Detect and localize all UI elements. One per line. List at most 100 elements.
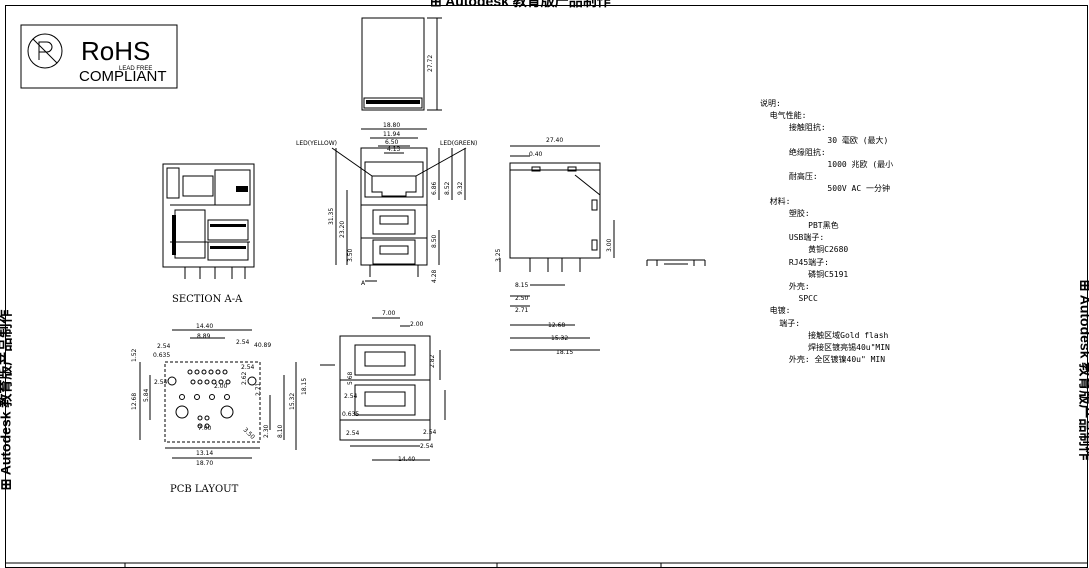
note-line: 外壳: bbox=[760, 282, 810, 292]
dim-pcb: 0.635 bbox=[153, 352, 170, 359]
note-line: USB端子: bbox=[760, 233, 825, 243]
dim-front: 3.50 bbox=[347, 248, 354, 262]
marker-a: A bbox=[361, 280, 366, 287]
dim-pcb: 1.52 bbox=[131, 348, 138, 362]
dim-pcb: 3.50 bbox=[242, 426, 257, 441]
dim-pcb: 18.70 bbox=[196, 460, 213, 467]
note-line: 耐高压: bbox=[760, 172, 818, 182]
note-line: 焊接区镀亮锡40u"MIN bbox=[760, 343, 890, 353]
dim-bottom: 7.00 bbox=[382, 310, 396, 317]
dim-bottom: 2.54 bbox=[423, 429, 437, 436]
note-line: 接触阻抗: bbox=[760, 123, 826, 133]
dim-pcb: 2.54 bbox=[154, 379, 168, 386]
dim-side: 15.32 bbox=[551, 335, 568, 342]
watermark-top: ⊞ Autodesk 教育版产品制作 bbox=[430, 0, 611, 9]
dim-bottom: 14.40 bbox=[398, 456, 415, 463]
watermark-left: ⊞ Autodesk 教育版产品制作 bbox=[0, 309, 14, 491]
dim-side: 0.40 bbox=[529, 151, 543, 158]
dim-side: 27.40 bbox=[546, 137, 563, 144]
dim-pcb: 2.00 bbox=[214, 383, 228, 390]
dim-pcb: 2.54 bbox=[236, 339, 250, 346]
dim-pcb: 18.15 bbox=[301, 378, 308, 395]
note-line: 塑胶: bbox=[760, 208, 810, 218]
led-green-label: LED(GREEN) bbox=[440, 140, 477, 147]
led-yellow-label: LED(YELLOW) bbox=[296, 140, 337, 147]
dim-bottom: 0.635 bbox=[342, 411, 359, 418]
dim-pcb: 2.62 bbox=[241, 371, 248, 385]
dim-front: 9.32 bbox=[457, 181, 464, 195]
pcb-layout bbox=[139, 329, 297, 459]
dim-bottom: 2.54 bbox=[420, 443, 434, 450]
note-line: 绝缘阻抗: bbox=[760, 147, 826, 157]
dim-bottom: 2.00 bbox=[410, 321, 424, 328]
note-line: 接触区域Gold flash bbox=[760, 330, 889, 340]
note-line: 500V AC 一分钟 bbox=[760, 184, 890, 194]
dim-side: 2.50 bbox=[515, 295, 529, 302]
front-view bbox=[331, 128, 467, 282]
dim-front: 4.28 bbox=[431, 269, 438, 283]
side-view bbox=[499, 145, 615, 351]
dim-bottom: 2.54 bbox=[344, 393, 358, 400]
dim-bottom: 2.54 bbox=[346, 430, 360, 437]
dim-front: 23.20 bbox=[339, 221, 346, 238]
section-label: SECTION A-A bbox=[172, 294, 243, 305]
dim-top-height: 27.72 bbox=[427, 55, 434, 72]
dim-front: 6.50 bbox=[385, 139, 399, 146]
note-line: 电气性能: bbox=[760, 111, 807, 121]
dim-pcb: 2.54 bbox=[241, 364, 255, 371]
dim-pcb: 7.00 bbox=[198, 425, 212, 432]
note-line: 外壳: 全区镀镍40u" MIN bbox=[760, 355, 886, 365]
watermark-right: ⊞ Autodesk 教育版产品制作 bbox=[1077, 280, 1089, 461]
dim-pcb: 2.71 bbox=[255, 382, 262, 396]
note-line: PBT黑色 bbox=[760, 221, 839, 231]
drawing-frame bbox=[5, 5, 1088, 568]
dim-side: 12.68 bbox=[548, 322, 565, 329]
rohs-logo-box bbox=[20, 24, 178, 89]
rohs-compliant: COMPLIANT bbox=[79, 68, 167, 85]
note-line: 30 毫欧 (最大) bbox=[760, 135, 889, 145]
note-line: 说明: bbox=[760, 99, 781, 108]
dim-side: 3.25 bbox=[495, 248, 502, 262]
note-line: 材料: bbox=[760, 196, 791, 206]
note-line: SPCC bbox=[760, 294, 818, 304]
dim-pcb: 15.32 bbox=[289, 393, 296, 410]
dim-side: 2.71 bbox=[515, 307, 529, 314]
rohs-title: RoHS bbox=[81, 36, 150, 66]
dim-side: 3.00 bbox=[606, 238, 613, 252]
note-line: 磷铜C5191 bbox=[760, 269, 849, 279]
dim-pcb: 2.54 bbox=[157, 343, 171, 350]
rohs-lead-free: LEAD FREE bbox=[119, 66, 152, 72]
dim-pcb: 40.89 bbox=[254, 342, 271, 349]
dim-front: 18.80 bbox=[383, 122, 400, 129]
note-line: RJ45端子: bbox=[760, 257, 829, 267]
dim-front: 11.94 bbox=[383, 131, 400, 138]
dim-pcb: 12.68 bbox=[131, 393, 138, 410]
dimension-labels: 27.72 18.80 11.94 6.50 4.13 6.86 8.52 9.… bbox=[131, 55, 613, 467]
dim-pcb: 5.84 bbox=[143, 388, 150, 402]
note-line: 黄铜C2680 bbox=[760, 245, 849, 255]
dim-pcb: 2.30 bbox=[263, 424, 270, 438]
dim-side: 18.15 bbox=[556, 349, 573, 356]
dim-front: 6.86 bbox=[431, 181, 438, 195]
dim-bottom: 5.68 bbox=[347, 371, 354, 385]
dim-pcb: 13.14 bbox=[196, 450, 213, 457]
note-line: 电镀: bbox=[760, 306, 791, 316]
dim-pcb: 14.40 bbox=[196, 323, 213, 330]
pcb-label: PCB LAYOUT bbox=[170, 484, 239, 495]
notes-block: 说明: 电气性能: 接触阻抗: 30 毫欧 (最大) 绝缘阻抗: 1000 兆欧… bbox=[760, 98, 893, 366]
section-view bbox=[162, 163, 255, 279]
dim-pcb: 8.10 bbox=[277, 424, 284, 438]
dim-pcb: 8.89 bbox=[197, 333, 211, 340]
bottom-view bbox=[320, 317, 446, 461]
dim-bottom: 2.82 bbox=[429, 354, 436, 368]
dim-front: 31.35 bbox=[328, 208, 335, 225]
top-view bbox=[361, 17, 442, 111]
lead-free-icon bbox=[27, 33, 63, 69]
dim-front: 8.50 bbox=[431, 234, 438, 248]
note-line: 端子: bbox=[760, 318, 801, 328]
dim-front: 8.52 bbox=[444, 181, 451, 195]
dim-front: 4.13 bbox=[387, 146, 401, 153]
end-view bbox=[646, 259, 706, 266]
note-line: 1000 兆欧 (最小 bbox=[760, 160, 894, 170]
